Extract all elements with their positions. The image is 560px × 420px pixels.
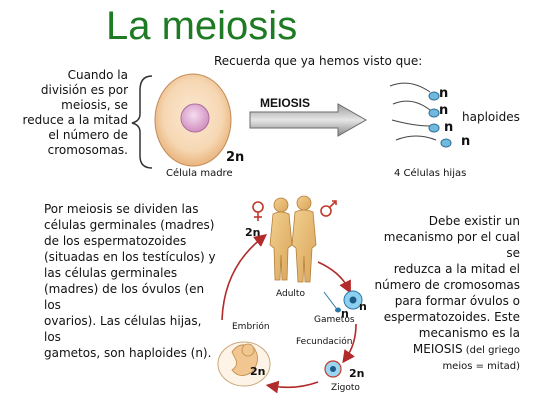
right-note: Debe existir un mecanismo por el cual se…	[372, 213, 520, 375]
meiosis-arrow-label: MEIOSIS	[260, 96, 311, 110]
left-note-line: Cuando la	[67, 68, 128, 82]
gamete-ploidy: n	[359, 300, 367, 313]
egg-cell	[343, 290, 363, 310]
left-note-line: el número de	[48, 128, 128, 142]
left-note-line: división es por	[40, 83, 128, 97]
daughter-ploidy: n	[439, 86, 449, 101]
daughter-ploidy: n	[461, 134, 471, 149]
sperm-gamete	[323, 291, 341, 313]
adult-figures-icon	[269, 195, 317, 283]
zygote-ploidy: 2n	[349, 367, 365, 380]
sperm-heads	[428, 91, 452, 148]
page-title: La meiosis	[106, 4, 298, 48]
meiosis-arrow	[249, 103, 368, 137]
daughter-cells-caption: 4 Células hijas	[394, 168, 467, 179]
bottom-left-note-line: (madres) de los óvulos (en los	[44, 282, 205, 312]
bottom-left-note-line: Por meiosis se dividen las	[44, 202, 199, 216]
bottom-left-note: Por meiosis se dividen las células germi…	[44, 201, 216, 361]
embryo-ploidy: 2n	[250, 365, 266, 378]
life-cycle-arrows	[221, 234, 357, 394]
zygote-label: Zigoto	[331, 383, 360, 393]
arrow-gametes-to-zygote	[342, 323, 357, 364]
right-note-line: mecanismo por el cual se	[383, 230, 520, 260]
adult-ploidy: 2n	[245, 226, 261, 239]
bottom-left-note-line: las células germinales	[44, 266, 178, 280]
daughter-ploidy: n	[439, 103, 449, 118]
male-symbol-icon	[320, 200, 337, 217]
bottom-left-note-line: de los espermatozoides	[44, 234, 187, 248]
meiosis-term: MEIOSIS	[412, 342, 463, 356]
bottom-left-note-line: células germinales (madres)	[44, 218, 215, 232]
embryo-icon	[217, 341, 271, 387]
right-note-line: mecanismo es la	[418, 326, 520, 340]
zygote	[324, 360, 342, 378]
arrow-zygote-to-embryo	[265, 380, 319, 394]
mother-cell-nucleus	[180, 103, 210, 133]
bottom-left-note-line: ovarios). Las células hijas, los	[44, 314, 202, 344]
embryo-label: Embrión	[232, 322, 270, 332]
gamete-ploidy: n	[341, 307, 349, 320]
sperm-cells	[389, 82, 437, 141]
bottom-left-note-line: gametos, son haploides (n).	[44, 346, 212, 360]
left-note-line: meiosis, se	[61, 98, 128, 112]
right-note-line: reduzca a la mitad el	[393, 262, 520, 276]
greek-origin-note: (del griego	[462, 345, 520, 356]
haploid-label: haploides	[462, 110, 520, 124]
recap-heading: Recuerda que ya hemos visto que:	[214, 54, 423, 68]
gametes-label: Gametos	[314, 315, 355, 325]
right-note-line: MEIOSIS (del griego	[372, 341, 520, 359]
brace	[131, 75, 153, 169]
right-note-line: Debe existir un	[428, 214, 520, 228]
greek-origin-note: meios = mitad)	[442, 361, 520, 372]
left-note-line: reduce a la mitad	[22, 113, 128, 127]
right-note-line: espermatozoides. Este	[383, 310, 520, 324]
arrow-embryo-to-adult	[221, 234, 268, 321]
mother-cell-caption: Célula madre	[166, 168, 233, 179]
female-symbol-icon	[252, 201, 264, 221]
arrow-adult-to-gametes	[317, 261, 351, 294]
left-note: Cuando la división es por meiosis, se re…	[20, 68, 128, 158]
right-note-line: número de cromosomas	[374, 278, 520, 292]
fertilization-label: Fecundación	[296, 337, 353, 347]
bottom-left-note-line: (situadas en los testículos) y	[44, 250, 216, 264]
daughter-ploidy: n	[444, 120, 454, 135]
adult-label: Adulto	[276, 289, 305, 299]
left-note-line: cromosomas.	[47, 143, 128, 157]
mother-ploidy: 2n	[226, 150, 245, 165]
right-note-line: para formar óvulos o	[394, 294, 520, 308]
